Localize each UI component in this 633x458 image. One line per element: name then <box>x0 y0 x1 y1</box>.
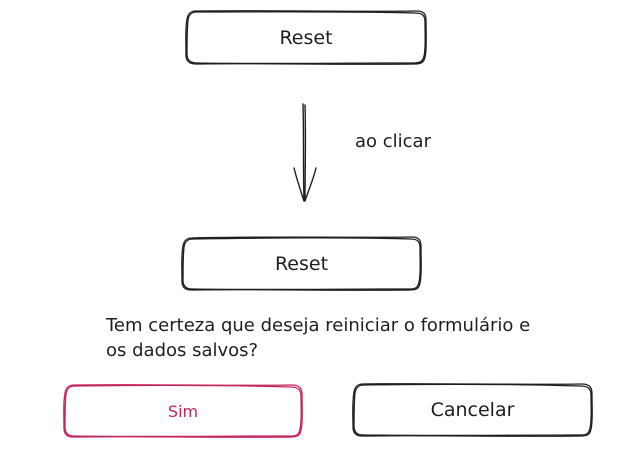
confirm-message-line2: os dados salvos? <box>106 340 259 361</box>
cancelar-button-label: Cancelar <box>430 399 515 421</box>
second-reset-button-label: Reset <box>274 253 329 275</box>
confirm-message-line1: Tem certeza que deseja reiniciar o formu… <box>106 315 531 336</box>
second-reset-button[interactable]: Reset <box>182 238 421 290</box>
top-reset-button-label: Reset <box>279 26 333 49</box>
top-reset-button[interactable]: Reset <box>186 11 426 64</box>
arrow-annotation: ao clicar <box>355 131 431 152</box>
down-arrow-icon <box>293 103 317 202</box>
cancelar-button[interactable]: Cancelar <box>353 384 592 436</box>
confirm-message: Tem certeza que deseja reiniciar o formu… <box>106 313 606 363</box>
sim-button-label: Sim <box>167 401 199 421</box>
sim-button[interactable]: Sim <box>64 385 302 437</box>
